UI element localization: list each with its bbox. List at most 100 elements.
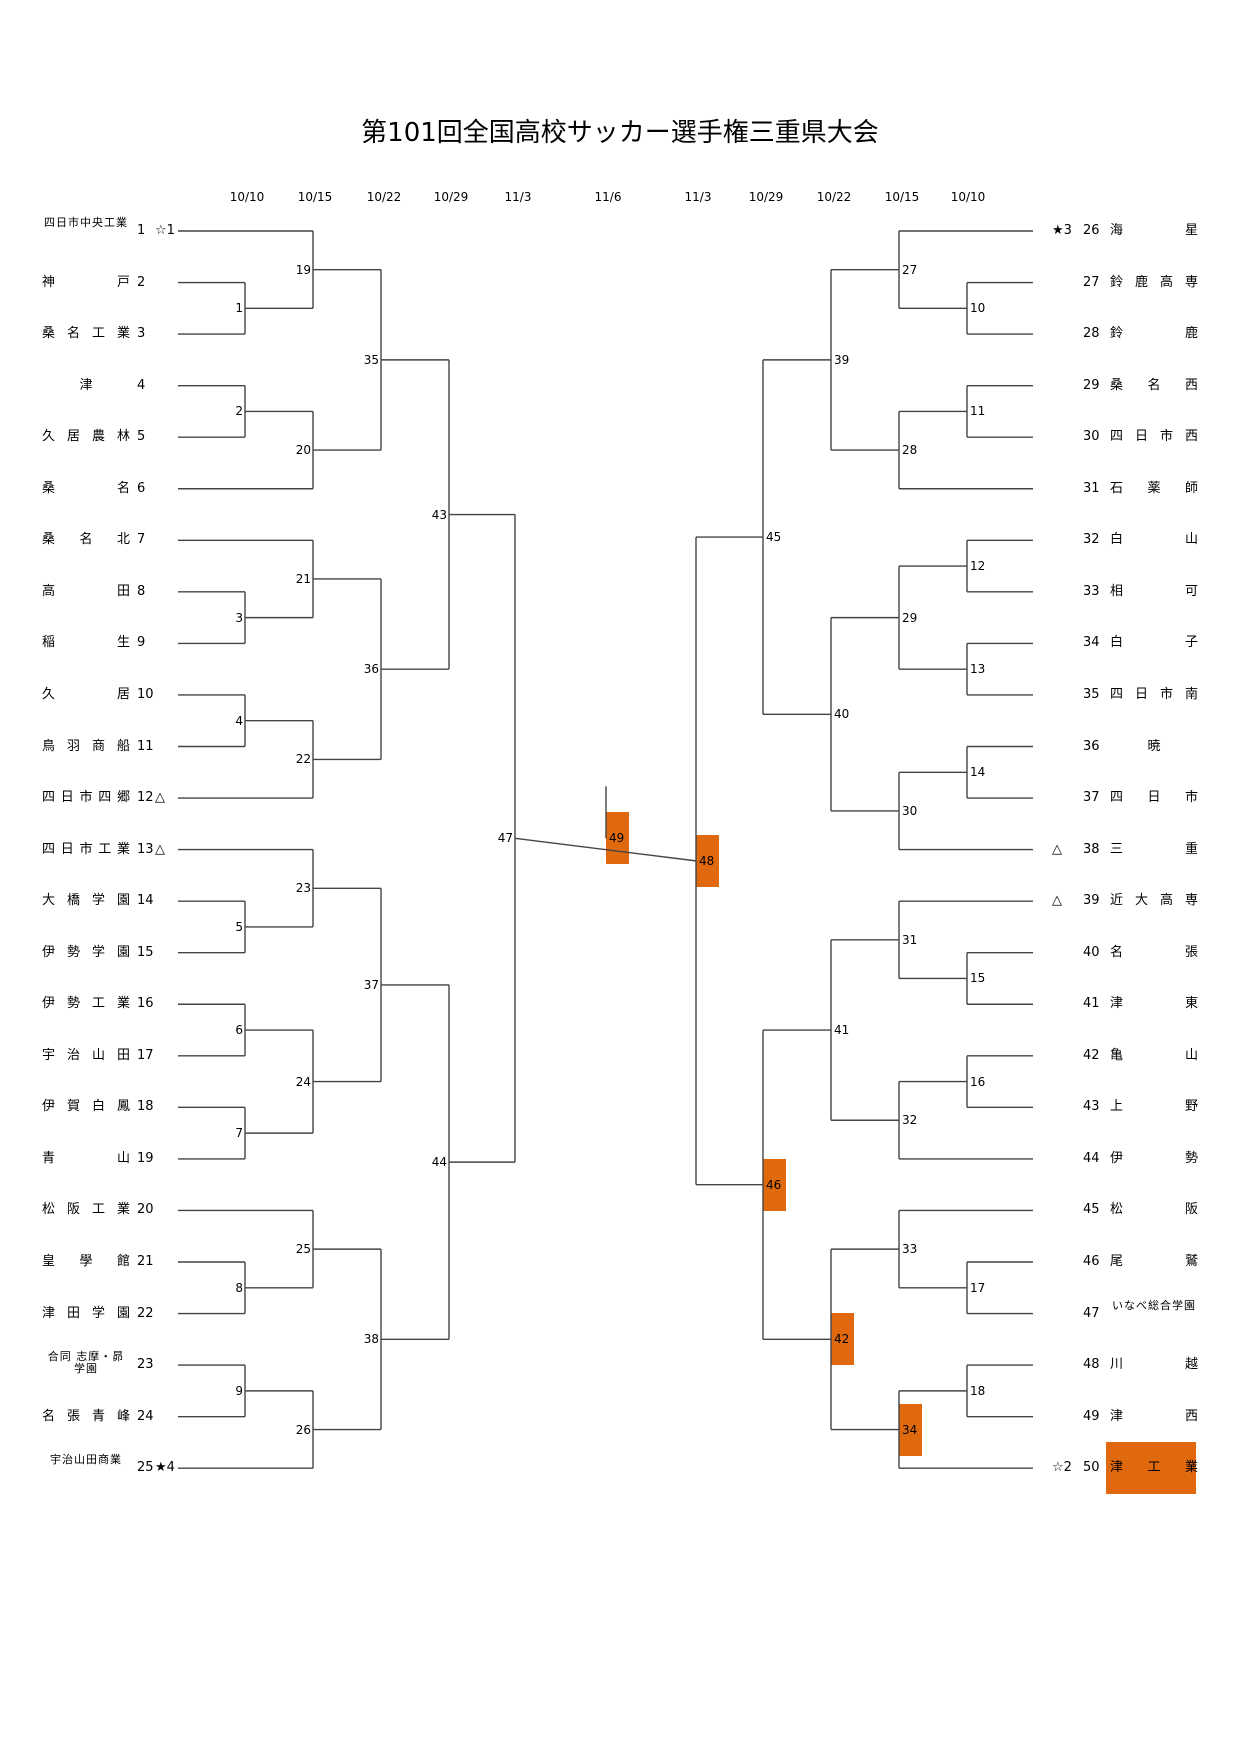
match-number: 18	[970, 1383, 986, 1398]
team-entry: 石薬師 31	[0, 479, 1240, 499]
match-number: 31	[902, 932, 918, 947]
triangle-icon: △	[155, 841, 165, 857]
match-number: 15	[970, 971, 986, 986]
team-number: 20	[137, 1202, 154, 1218]
team-name: 久居	[42, 686, 130, 702]
match-number: 8	[235, 1280, 243, 1295]
team-number: 48	[1083, 1357, 1100, 1373]
team-number: 37	[1083, 790, 1100, 806]
team-number: 24	[137, 1408, 154, 1424]
match-number: 30	[902, 803, 918, 818]
team-number: 4	[137, 377, 146, 393]
match-number: 5	[235, 919, 243, 934]
team-number: 38	[1083, 841, 1100, 857]
team-number: 6	[137, 480, 146, 496]
team-name: 桑名北	[42, 532, 130, 548]
team-name: 石薬師	[1110, 480, 1198, 496]
match-number: 40	[834, 707, 850, 722]
match-number: 28	[902, 443, 918, 458]
team-number: 17	[137, 1047, 154, 1063]
team-number: 5	[137, 429, 146, 445]
date-header-right: 10/22	[816, 190, 852, 204]
black-star-seed-icon: ★3	[1052, 223, 1072, 238]
team-number: 30	[1083, 429, 1100, 445]
team-entry: 桑名北 7	[0, 530, 1240, 550]
date-header-right: 10/10	[950, 190, 986, 204]
match-number: 11	[970, 404, 986, 419]
team-number: 9	[137, 635, 146, 651]
triangle-icon: △	[1052, 893, 1062, 909]
team-number: 7	[137, 532, 146, 548]
team-number: 21	[137, 1254, 154, 1269]
team-entry: 四日市中央工業 1 ☆1	[0, 217, 1240, 241]
match-number: 38	[363, 1332, 379, 1347]
team-name: 三重	[1110, 841, 1198, 857]
team-name: 桑名工業	[42, 326, 130, 342]
match-number: 39	[834, 352, 850, 367]
date-header-left: 10/29	[433, 190, 469, 204]
match-number: 49	[609, 831, 625, 846]
team-name: 神戸	[42, 274, 130, 290]
date-header-right: 11/3	[684, 190, 712, 204]
team-number: 44	[1083, 1150, 1100, 1166]
team-name: 津	[79, 377, 93, 393]
team-name: 皇學館	[42, 1254, 130, 1269]
team-name: 亀山	[1110, 1047, 1198, 1063]
team-name: 白山	[1110, 532, 1198, 548]
team-number: 28	[1083, 326, 1100, 342]
team-number: 10	[137, 686, 154, 702]
match-number: 29	[902, 610, 918, 625]
match-number: 12	[970, 559, 986, 574]
team-name: 鳥羽商船	[42, 738, 130, 754]
team-name: 四日市工業	[42, 841, 130, 857]
team-name: 相可	[1110, 583, 1198, 599]
bracket-line	[514, 837, 697, 862]
match-number: 42	[834, 1332, 850, 1347]
match-number: 9	[235, 1383, 243, 1398]
team-name: 四日市中央工業	[44, 216, 128, 229]
team-name: 四日市西	[1110, 429, 1198, 445]
match-number: 20	[295, 443, 311, 458]
match-number: 33	[902, 1242, 918, 1257]
team-name: 伊勢学園	[42, 944, 130, 960]
team-name: 桑名	[42, 480, 130, 496]
match-number: 10	[970, 301, 986, 316]
triangle-icon: △	[1052, 841, 1062, 857]
highlighted-match-box	[831, 1313, 854, 1366]
team-number: 14	[137, 893, 154, 909]
team-number: 31	[1083, 480, 1100, 496]
team-name: 暁	[1147, 738, 1161, 754]
team-number: 25	[137, 1460, 154, 1476]
match-number: 1	[235, 301, 243, 316]
match-number: 14	[970, 765, 986, 780]
match-number: 25	[295, 1242, 311, 1257]
team-number: 1	[137, 223, 146, 238]
team-entry: 桑名 6	[0, 479, 1240, 499]
match-number: 46	[766, 1177, 782, 1192]
date-header-right: 10/29	[748, 190, 784, 204]
match-number: 19	[295, 262, 311, 277]
triangle-icon: △	[155, 790, 165, 806]
highlighted-match-box	[763, 1158, 786, 1211]
white-star-seed-icon: ☆2	[1052, 1460, 1072, 1476]
white-star-seed-icon: ☆1	[155, 223, 175, 238]
team-number: 22	[137, 1305, 154, 1321]
date-header-left: 10/10	[229, 190, 265, 204]
